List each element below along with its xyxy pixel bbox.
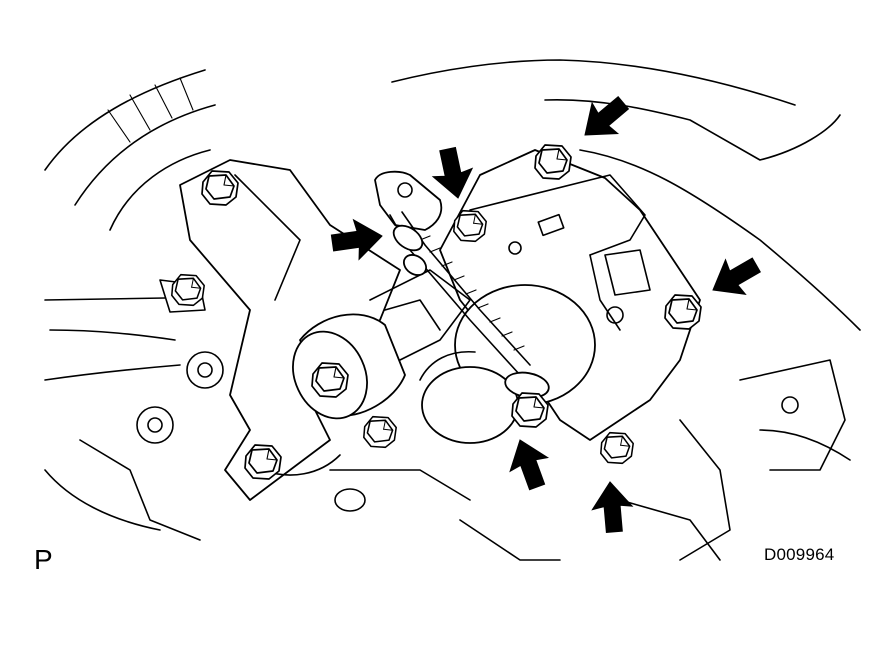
pointer-arrow-icon [702, 247, 767, 308]
hex-bolt-icon [171, 273, 205, 307]
hex-bolt-icon [244, 444, 282, 480]
hex-bolt-icon [534, 144, 572, 180]
figure-id: D009964 [764, 545, 835, 564]
tensioner-pulley [419, 284, 596, 444]
hex-bolt-icon [201, 170, 239, 206]
hex-bolt-icon [511, 392, 549, 428]
view-label: P [34, 544, 53, 575]
hex-bolt-icon [664, 294, 702, 330]
background-housing-lines [44, 59, 861, 561]
pointer-arrow-icon [589, 479, 635, 535]
hex-bolt-icon [363, 415, 397, 449]
hex-bolt-icon [311, 362, 349, 398]
pointer-arrow-icon [500, 432, 557, 495]
hex-bolt-icon [600, 431, 634, 465]
adjusting-link [374, 170, 550, 399]
pointer-arrow-icon [571, 87, 637, 151]
hex-bolt-icon [453, 209, 487, 243]
